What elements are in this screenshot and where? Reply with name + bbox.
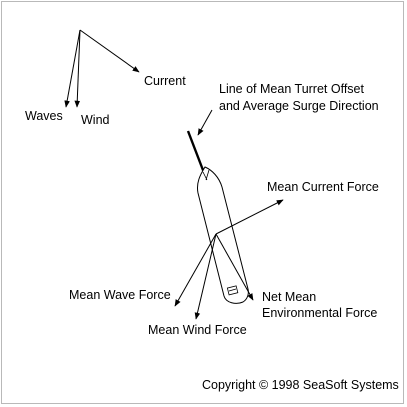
vessel-superstructure-detail [228, 288, 237, 292]
vessel-bow-detail [202, 169, 210, 181]
mean-wave-force-arrow [174, 233, 217, 307]
waves-label: Waves [25, 109, 63, 123]
wind-direction-arrow [74, 29, 81, 108]
mean-current-force-arrow [215, 199, 284, 235]
mean-current-force-label: Mean Current Force [267, 180, 379, 194]
direction-key [64, 29, 140, 108]
copyright-text: Copyright © 1998 SeaSoft Systems [202, 378, 399, 392]
mean-wind-force-label: Mean Wind Force [148, 323, 247, 337]
turret-offset-leader-arrow [197, 109, 213, 136]
waves-direction-arrow [64, 29, 81, 108]
vessel-hull [197, 166, 249, 304]
mean-wind-force-arrow [194, 233, 217, 320]
turret-label-line-2: and Average Surge Direction [219, 99, 379, 113]
net-mean-environmental-force-arrow [215, 233, 254, 301]
current-direction-arrow [79, 29, 140, 73]
force-vectors [174, 199, 284, 320]
net-mean-label-line-2: Environmental Force [262, 306, 377, 320]
mean-wave-force-label: Mean Wave Force [69, 288, 171, 302]
net-mean-label-line-1: Net Mean [262, 290, 316, 304]
wind-label: Wind [81, 113, 110, 127]
vessel [197, 166, 249, 304]
turret-label-line-1: Line of Mean Turret Offset [219, 82, 365, 96]
current-label: Current [144, 74, 186, 88]
